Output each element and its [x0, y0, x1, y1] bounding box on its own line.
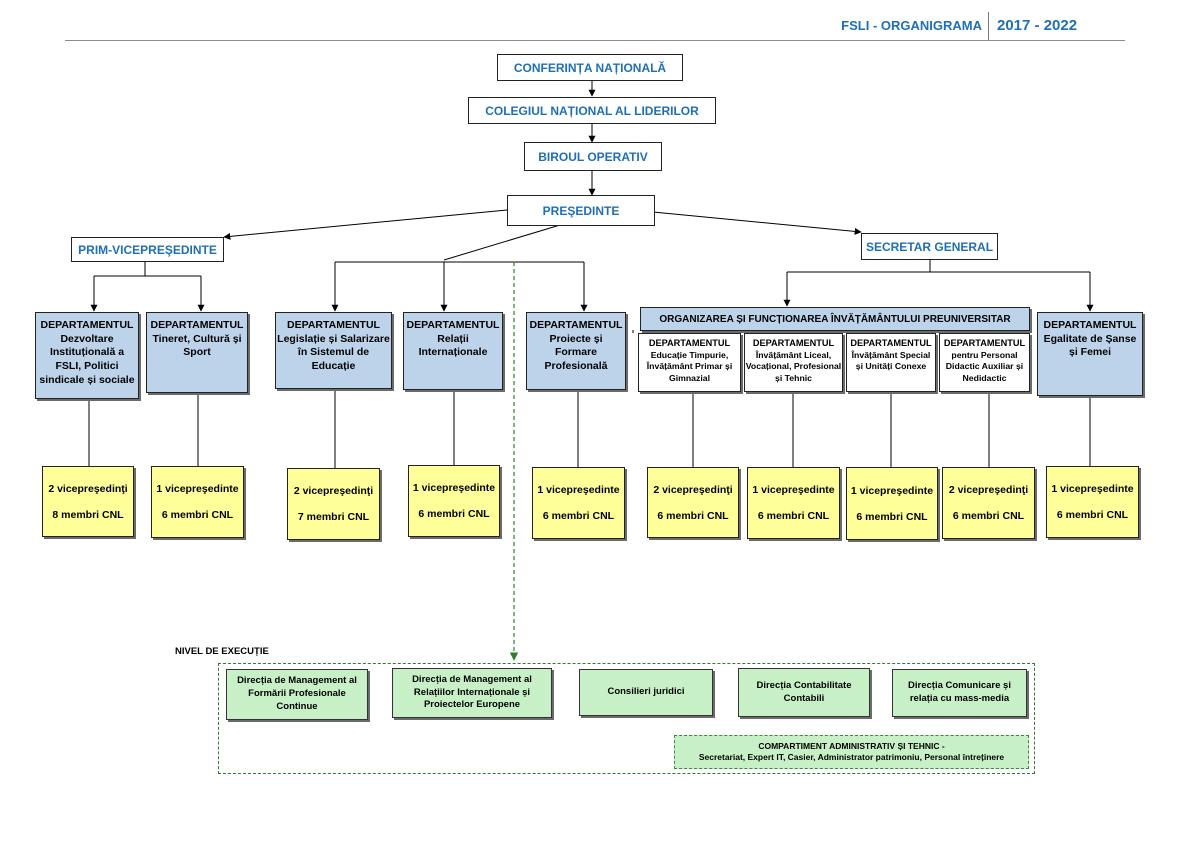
count-box: 1 vicepreşedinte 6 membri CNL: [408, 465, 500, 537]
subdept-invatamant-special: DEPARTAMENTUL Învățământ Special și Unit…: [846, 333, 936, 392]
colegiul-national-box: COLEGIUL NAȚIONAL AL LIDERILOR: [468, 97, 716, 124]
count-box: 2 vicepreşedinţi 8 membri CNL: [42, 466, 134, 537]
count-box: 1 vicepreşedinte 6 membri CNL: [747, 467, 840, 539]
compartiment-detail: Secretariat, Expert IT, Casier, Administ…: [698, 752, 1005, 762]
subdept-invatamant-liceal: DEPARTAMENTUL Învățământ Liceal, Vocațio…: [744, 333, 843, 392]
dept-relatii-internationale: DEPARTAMENTUL Relații Internaționale: [403, 312, 503, 390]
subdept-educatie-timpurie: DEPARTAMENTUL Educație Timpurie, Învățăm…: [638, 333, 741, 392]
directia-contabilitate-box: Direcția Contabilitate Contabili: [738, 668, 870, 717]
dept-title: DEPARTAMENTUL: [287, 319, 380, 331]
members-count: 6 membri CNL: [1056, 509, 1129, 521]
count-box: 2 vicepreşedinţi 6 membri CNL: [647, 467, 739, 538]
members-count: 6 membri CNL: [542, 510, 615, 522]
prim-vicepresedinte-box: PRIM-VICEPREŞEDINTE: [71, 237, 224, 262]
executie-dashed-frame: [218, 663, 1035, 774]
secretar-general-box: SECRETAR GENERAL: [861, 233, 998, 260]
organizarea-invatamant-box: ORGANIZAREA ȘI FUNCȚIONAREA ÎNVĂȚĂMÂNTUL…: [640, 307, 1030, 331]
header-divider: [65, 40, 1125, 41]
vice-count: 1 vicepreşedinte: [537, 484, 620, 496]
members-count: 6 membri CNL: [657, 509, 729, 522]
dept-name: Egalitate de Șanse și Femei: [1043, 332, 1137, 359]
dept-name: Tineret, Cultură și Sport: [152, 332, 242, 359]
subdept-title: DEPARTAMENTUL: [943, 338, 1026, 348]
subdept-personal-auxiliar: DEPARTAMENTUL pentru Personal Didactic A…: [939, 333, 1030, 392]
directia-relatii-internationale-box: Direcția de Management al Relațiilor Int…: [392, 668, 552, 718]
vice-count: 1 vicepreşedinte: [752, 484, 835, 496]
count-box: 1 vicepreşedinte 6 membri CNL: [151, 466, 244, 538]
count-box: 1 vicepreşedinte 6 membri CNL: [846, 467, 938, 540]
subdept-name: Educație Timpurie, Învățământ Primar și …: [646, 349, 733, 383]
members-count: 6 membri CNL: [952, 510, 1025, 522]
vice-count: 1 vicepreşedinte: [412, 482, 496, 494]
directia-formare-box: Direcția de Management al Formării Profe…: [226, 669, 368, 720]
dept-name: Dezvoltare Instituțională a FSLI, Politi…: [39, 332, 135, 386]
members-count: 6 membri CNL: [856, 510, 928, 523]
vice-count: 2 vicepreşedinţi: [948, 484, 1029, 496]
header-period: 2017 - 2022: [988, 12, 1088, 40]
count-box: 1 vicepreşedinte 6 membri CNL: [532, 467, 625, 539]
dept-tineret-cultura-sport: DEPARTAMENTUL Tineret, Cultură și Sport: [146, 312, 248, 393]
dept-title: DEPARTAMENTUL: [40, 319, 134, 331]
vice-count: 2 vicepreşedinţi: [653, 483, 733, 496]
dept-dezvoltare-institutionala: DEPARTAMENTUL Dezvoltare Instituțională …: [35, 312, 139, 399]
biroul-operativ-box: BIROUL OPERATIV: [524, 142, 662, 171]
members-count: 6 membri CNL: [161, 509, 234, 521]
vice-count: 2 vicepreşedinţi: [48, 482, 128, 495]
nivel-executie-label: NIVEL DE EXECUȚIE: [175, 646, 269, 657]
dept-title: DEPARTAMENTUL: [1043, 319, 1137, 331]
dept-legislatie-salarizare: DEPARTAMENTUL Legislație și Salarizare î…: [275, 312, 392, 389]
dept-name: Proiecte și Formare Profesională: [544, 332, 608, 372]
members-count: 7 membri CNL: [297, 511, 370, 523]
dept-name: Legislație și Salarizare în Sistemul de …: [277, 332, 390, 372]
dept-proiecte-formare: DEPARTAMENTUL Proiecte și Formare Profes…: [526, 312, 626, 390]
members-count: 6 membri CNL: [757, 510, 830, 522]
members-count: 6 membri CNL: [418, 508, 490, 520]
count-box: 1 vicepreşedinte 6 membri CNL: [1046, 466, 1139, 538]
presedinte-box: PREŞEDINTE: [507, 195, 655, 226]
directia-comunicare-box: Direcția Comunicare și relația cu mass-m…: [892, 669, 1027, 717]
consilieri-juridici-box: Consilieri juridici: [579, 669, 713, 716]
vice-count: 1 vicepreşedinte: [1051, 483, 1134, 495]
header-org-title: FSLI - ORGANIGRAMA: [841, 18, 982, 33]
dept-title: DEPARTAMENTUL: [150, 319, 244, 331]
subdept-name: pentru Personal Didactic Auxiliar și Ned…: [945, 349, 1024, 383]
vice-count: 2 vicepreşedinţi: [293, 485, 374, 497]
vice-count: 1 vicepreşedinte: [156, 483, 239, 495]
members-count: 8 membri CNL: [52, 508, 124, 521]
dept-title: DEPARTAMENTUL: [529, 319, 623, 331]
vice-count: 1 vicepreşedinte: [850, 484, 934, 497]
subdept-name: Învățământ Special și Unități Conexe: [851, 349, 931, 372]
subdept-name: Învățământ Liceal, Vocațional, Profesion…: [745, 349, 842, 383]
count-box: 2 vicepreşedinţi 7 membri CNL: [287, 468, 380, 540]
subdept-title: DEPARTAMENTUL: [850, 338, 932, 348]
conferinta-nationala-box: CONFERINȚA NAȚIONALĂ: [497, 54, 683, 81]
count-box: 2 vicepreşedinţi 6 membri CNL: [942, 467, 1035, 539]
dept-egalitate-sanse: DEPARTAMENTUL Egalitate de Șanse și Feme…: [1037, 312, 1143, 396]
subdept-title: DEPARTAMENTUL: [752, 338, 835, 348]
compartiment-title: COMPARTIMENT ADMINISTRATIV ȘI TEHNIC -: [758, 740, 945, 751]
compartiment-administrativ-box: COMPARTIMENT ADMINISTRATIV ȘI TEHNIC - S…: [674, 735, 1029, 769]
subdept-title: DEPARTAMENTUL: [648, 338, 731, 348]
dept-title: DEPARTAMENTUL: [406, 319, 500, 331]
dept-name: Relații Internaționale: [418, 332, 488, 359]
